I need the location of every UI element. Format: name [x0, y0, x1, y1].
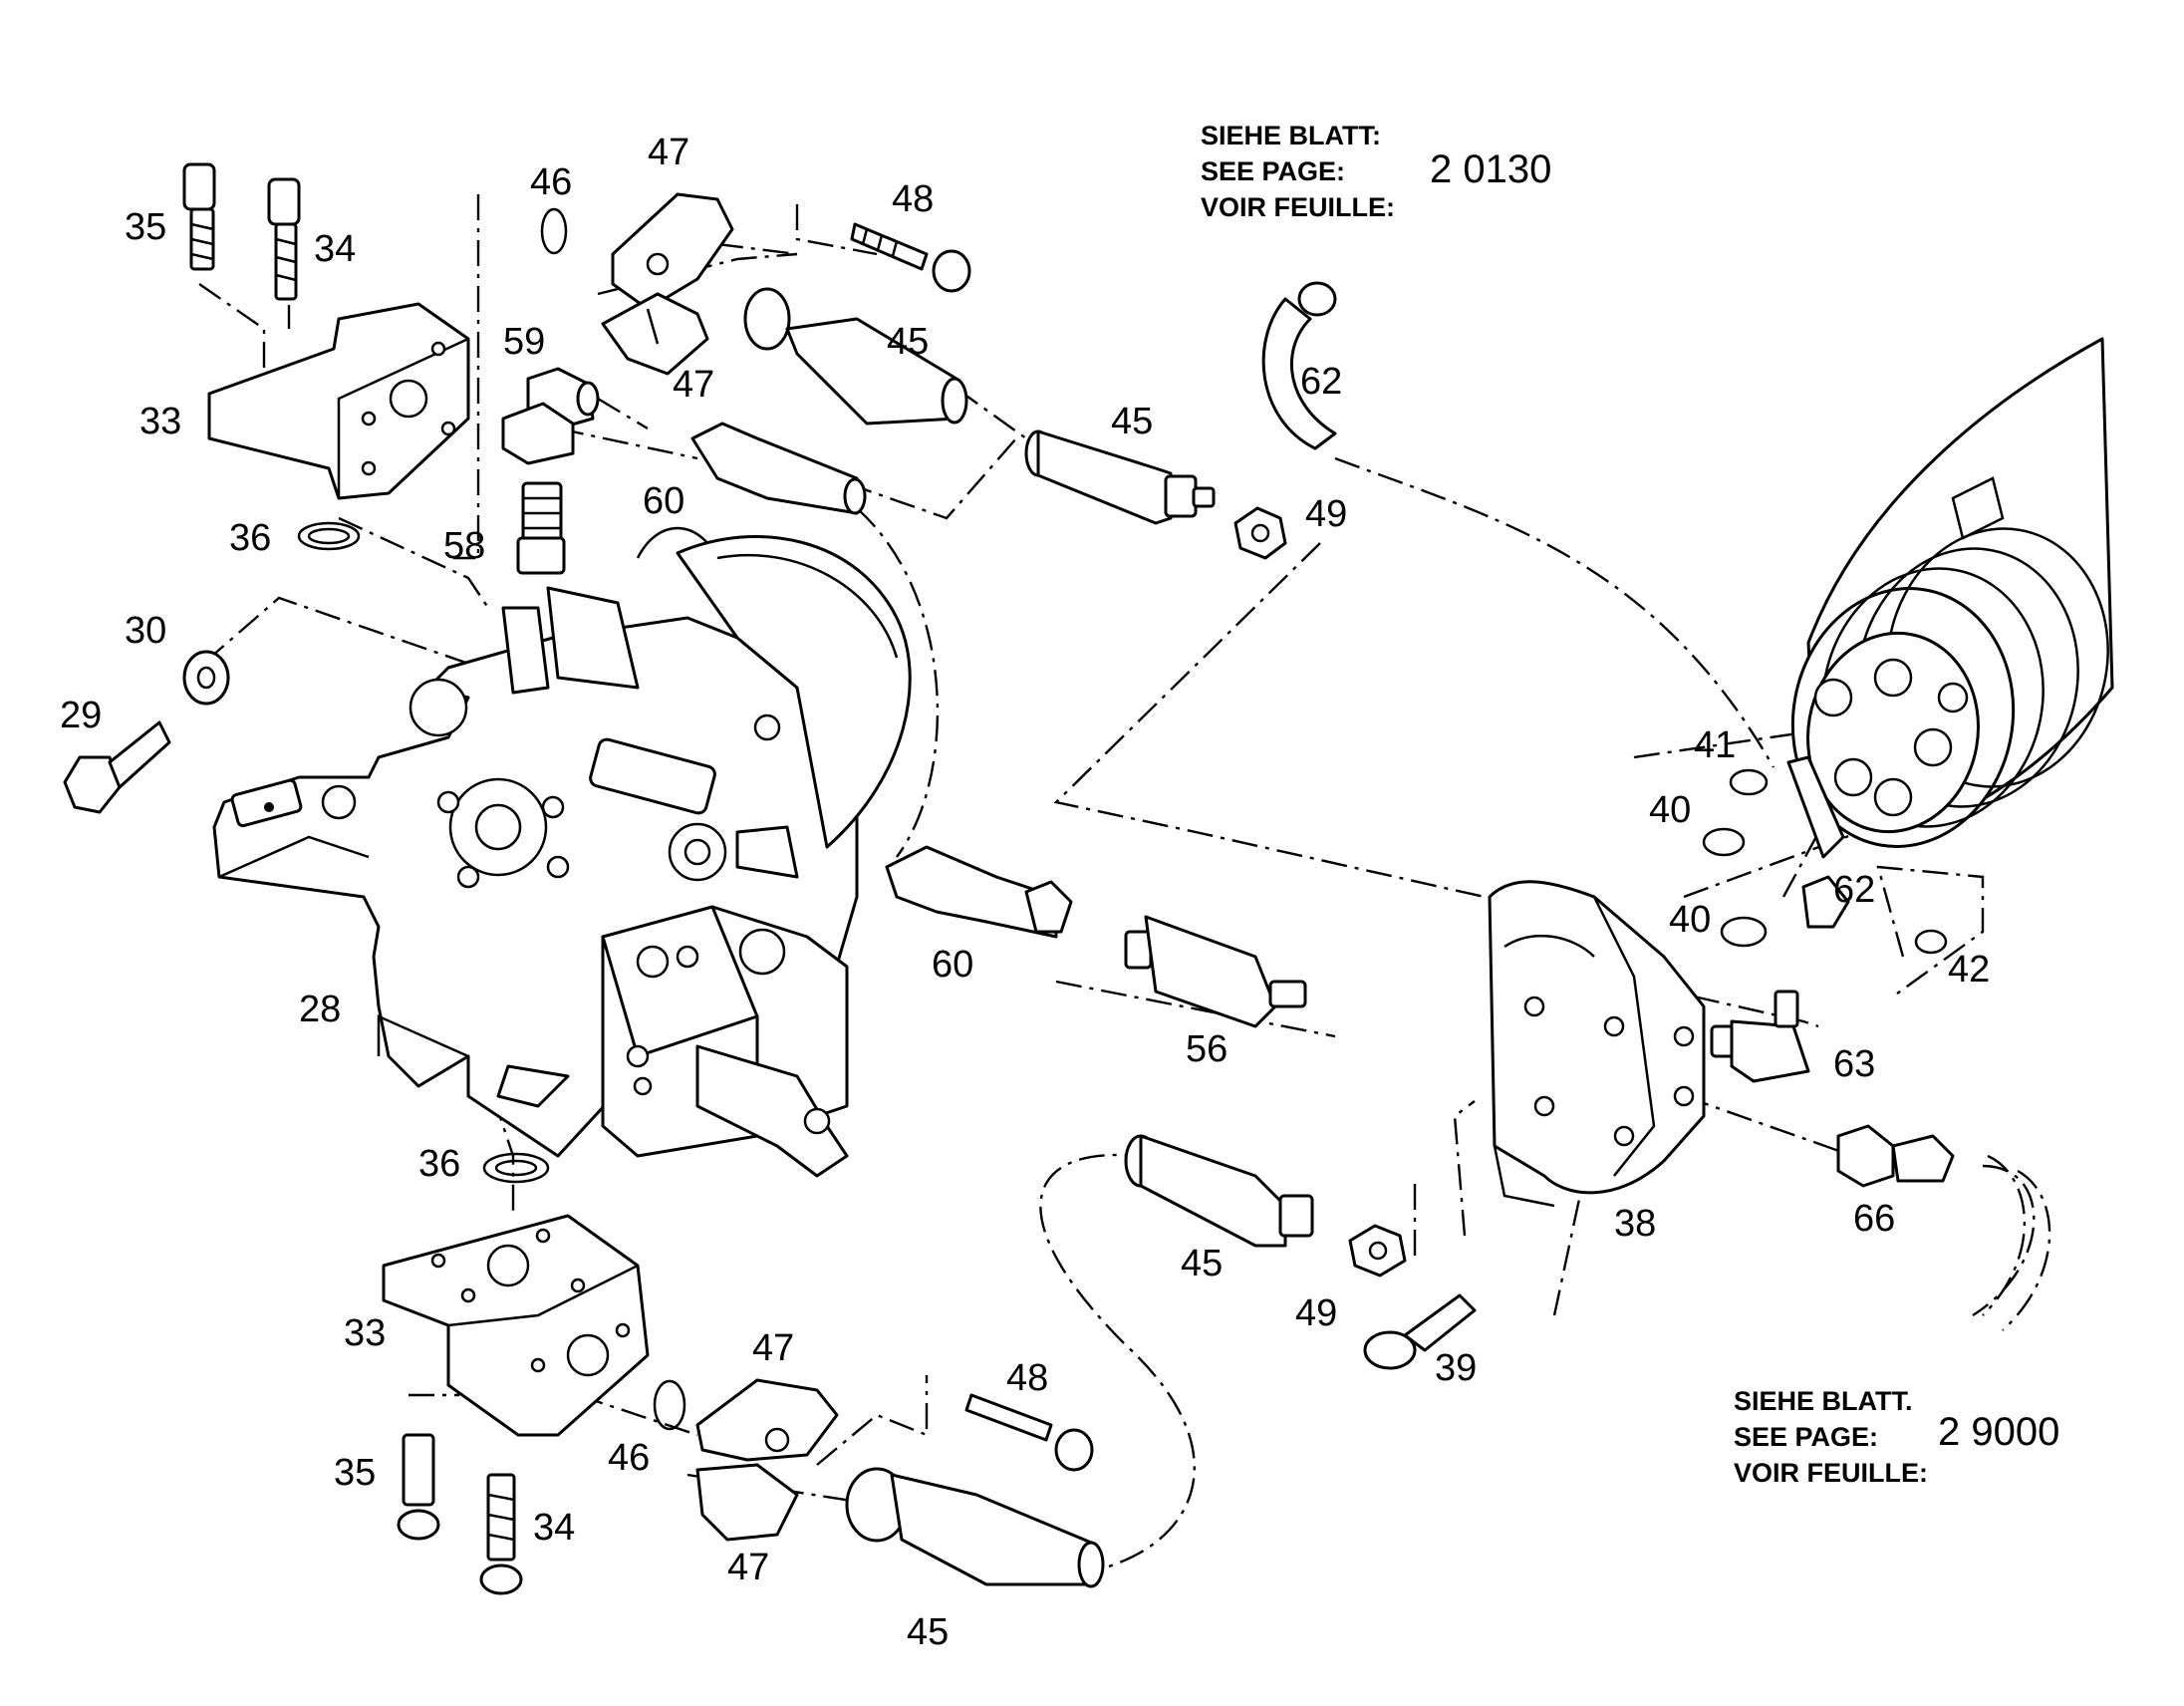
page-reference-bottom: SIEHE BLATT. SEE PAGE: VOIR FEUILLE: 2 9…	[1734, 1386, 2059, 1488]
ref-bottom-line-2: SEE PAGE:	[1734, 1422, 1878, 1452]
callouts: 35 34 33 36 30 29 46 47 47 48 45 59 58 6…	[60, 132, 1990, 1653]
callout-45: 45	[1181, 1243, 1223, 1284]
callout-47: 47	[673, 364, 714, 406]
callout-36: 36	[229, 517, 271, 559]
callout-62: 62	[1833, 869, 1875, 911]
callout-63: 63	[1833, 1043, 1875, 1085]
callout-47: 47	[727, 1547, 769, 1588]
callout-60: 60	[643, 480, 684, 522]
seal-36-top	[297, 521, 361, 551]
callout-29: 29	[60, 695, 102, 736]
callout-48: 48	[1006, 1357, 1048, 1399]
callout-59: 59	[503, 321, 545, 363]
callout-46: 46	[530, 161, 572, 203]
fitting-66	[1836, 1124, 1955, 1188]
callout-62: 62	[1300, 361, 1342, 403]
callout-35: 35	[334, 1452, 376, 1494]
nut-49-lower	[1348, 1224, 1407, 1278]
screw-39	[1363, 1293, 1477, 1370]
hose-45-mid	[1024, 429, 1216, 525]
clamp-47-top	[601, 192, 734, 376]
callout-56: 56	[1186, 1028, 1228, 1070]
callout-30: 30	[125, 610, 166, 652]
callout-34: 34	[533, 1507, 575, 1549]
bolt-34-top	[267, 177, 301, 301]
elbow-63	[1710, 990, 1810, 1083]
callout-39: 39	[1435, 1347, 1477, 1389]
oring-41	[1729, 768, 1769, 796]
callout-49: 49	[1305, 493, 1347, 535]
pump-body	[212, 526, 912, 1178]
ref-top-line-1: SIEHE BLATT:	[1201, 121, 1381, 150]
callout-38: 38	[1614, 1203, 1656, 1245]
oring-46-bottom	[653, 1379, 686, 1431]
oring-40-a	[1702, 827, 1746, 857]
flange-33-bottom	[382, 1214, 650, 1437]
hose-62-top	[1261, 281, 1337, 450]
callout-60: 60	[932, 944, 973, 986]
hose-fitting-45-top	[743, 287, 968, 426]
hose-62-right	[1786, 755, 1850, 929]
callout-35: 35	[125, 206, 166, 248]
callout-58: 58	[443, 525, 485, 567]
elbow-59	[501, 367, 600, 465]
washer-30	[182, 650, 230, 706]
page-reference-top: SIEHE BLATT: SEE PAGE: VOIR FEUILLE: 2 0…	[1201, 121, 1551, 222]
callout-33: 33	[344, 1312, 386, 1354]
ref-bottom-line-1: SIEHE BLATT.	[1734, 1386, 1913, 1416]
flange-33-top	[207, 302, 470, 500]
callout-45: 45	[887, 321, 929, 363]
nipple-58	[516, 481, 566, 575]
callout-45: 45	[1111, 401, 1153, 442]
bolt-48-top	[850, 222, 971, 293]
callout-41: 41	[1694, 724, 1736, 766]
callout-33: 33	[139, 401, 181, 442]
callout-49: 49	[1295, 1292, 1337, 1334]
bolt-35-bottom	[397, 1433, 440, 1541]
oring-46-top	[540, 207, 568, 255]
oring-40-b	[1720, 916, 1768, 948]
callout-28: 28	[299, 989, 341, 1030]
callout-66: 66	[1853, 1198, 1895, 1240]
distributor-block	[1488, 880, 1706, 1208]
bolt-34-bottom	[479, 1473, 523, 1595]
callout-45: 45	[907, 1611, 949, 1653]
hose-45-bottom	[845, 1467, 1105, 1588]
hose-45-lower-mid	[1124, 1134, 1314, 1248]
callout-40: 40	[1649, 789, 1691, 831]
ref-top-line-3: VOIR FEUILLE:	[1201, 192, 1395, 222]
connector-56	[1124, 915, 1307, 1028]
ref-bottom-page: 2 9000	[1938, 1410, 2059, 1454]
callout-47: 47	[752, 1327, 794, 1369]
bolt-35-top	[182, 162, 216, 271]
callout-46: 46	[608, 1437, 650, 1479]
clamp-47-bottom	[695, 1378, 839, 1542]
callout-47: 47	[648, 132, 689, 173]
hose-60-lower	[885, 845, 1073, 939]
bolt-29	[63, 720, 171, 814]
ref-bottom-line-3: VOIR FEUILLE:	[1734, 1458, 1928, 1488]
hydraulic-motor	[1790, 337, 2114, 848]
callout-42: 42	[1948, 949, 1990, 991]
ref-top-line-2: SEE PAGE:	[1201, 156, 1345, 186]
callout-36: 36	[418, 1143, 460, 1185]
continuation-hose	[1982, 1154, 2051, 1331]
callout-34: 34	[314, 228, 356, 270]
nut-49-top	[1233, 506, 1287, 560]
callout-40: 40	[1669, 899, 1711, 941]
bolt-48-bottom	[964, 1393, 1094, 1472]
seal-36-bottom	[482, 1152, 550, 1184]
ref-top-page: 2 0130	[1430, 147, 1551, 191]
oring-42	[1914, 929, 1948, 955]
hose-60-top	[690, 422, 867, 515]
callout-48: 48	[892, 178, 934, 220]
